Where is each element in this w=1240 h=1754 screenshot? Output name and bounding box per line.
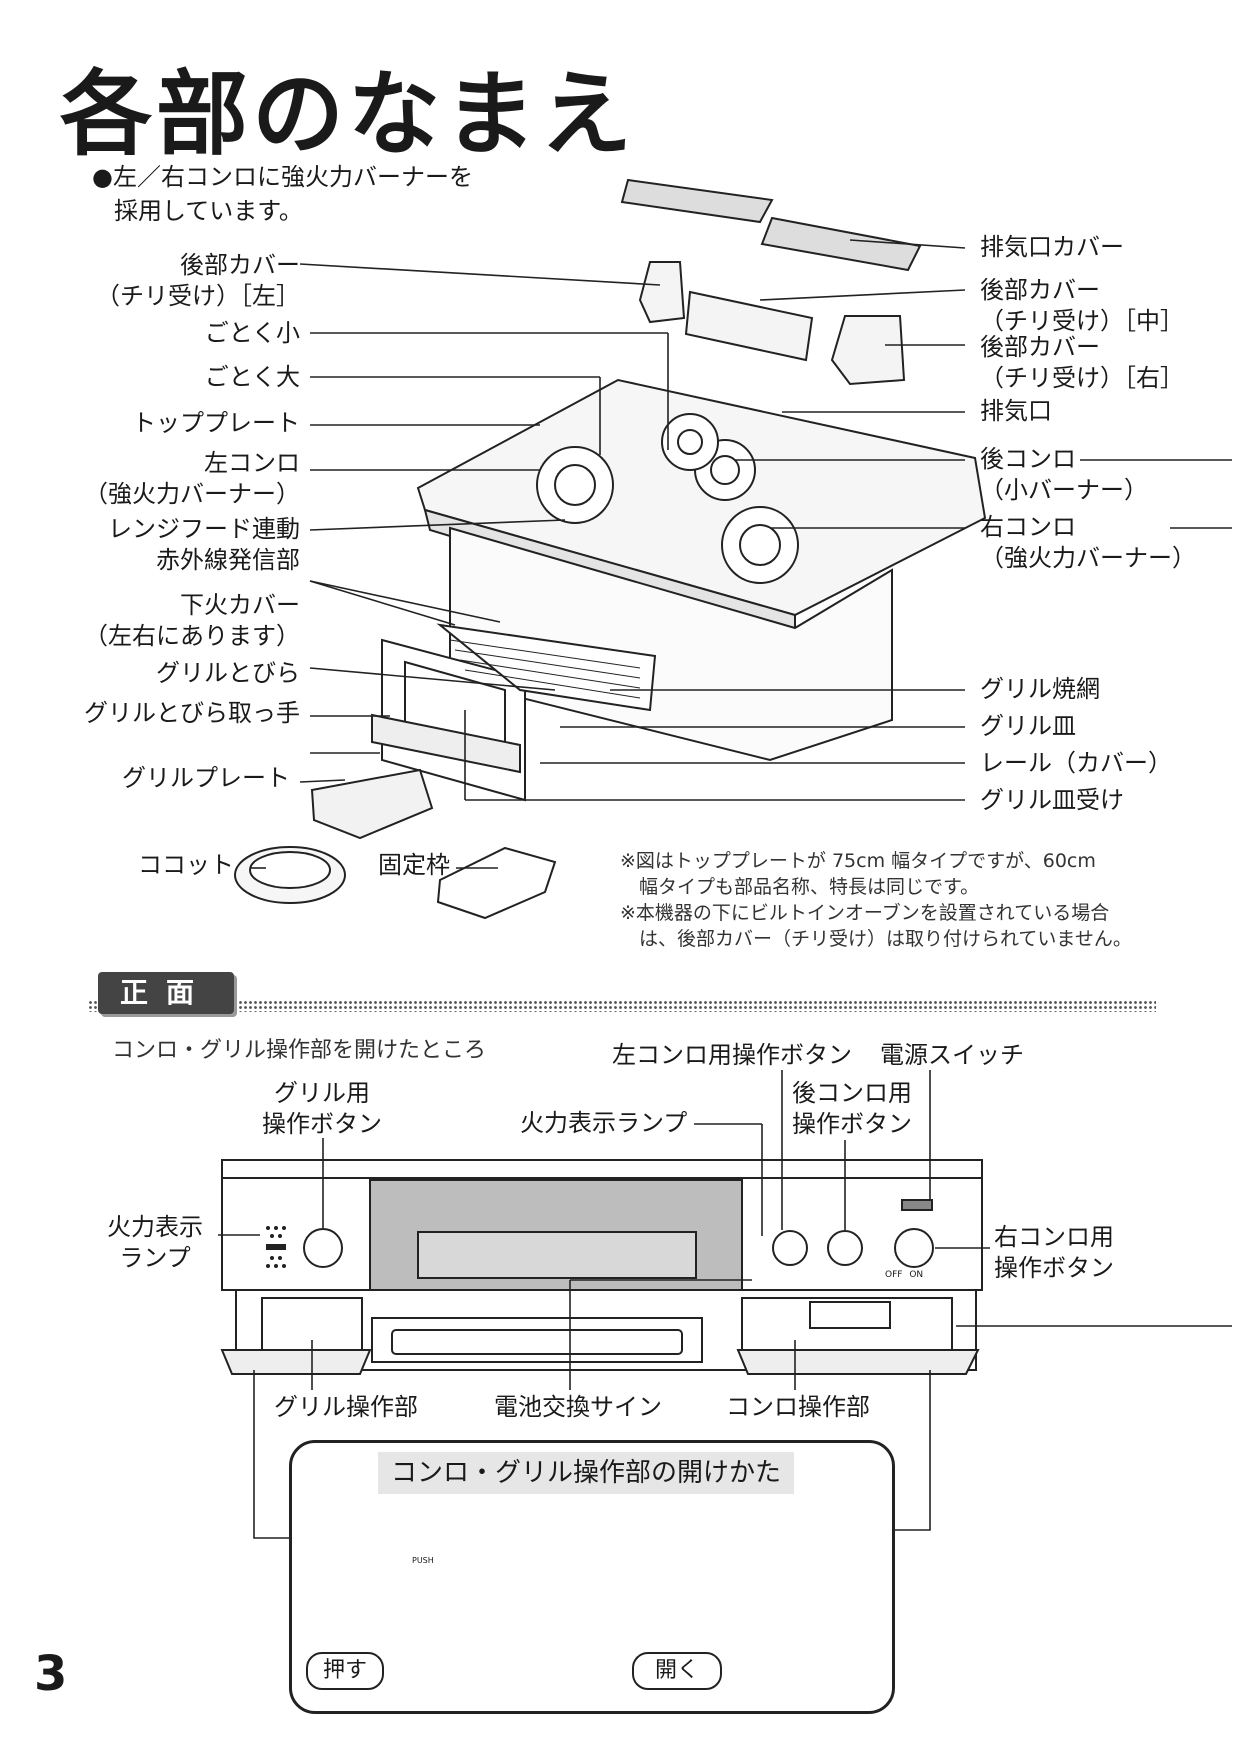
label-line: 操作ボタン: [792, 1110, 912, 1138]
label-line: グリル用: [274, 1079, 370, 1107]
label-line: 後部カバー: [180, 251, 300, 279]
power-off-on-mark: OFF ON: [885, 1270, 923, 1280]
label-stove-panel: コンロ操作部: [726, 1393, 870, 1421]
label-line: 火力表示: [107, 1213, 203, 1241]
label-right-burner: 右コンロ （強火力バーナー）: [980, 512, 1196, 574]
label-power-switch: 電源スイッチ: [880, 1041, 1024, 1069]
front-subtitle: コンロ・グリル操作部を開けたところ: [112, 1038, 487, 1063]
label-line: 右コンロ用: [994, 1223, 1114, 1251]
push-mark: PUSH: [412, 1556, 434, 1565]
label-cocotte: ココット: [138, 851, 234, 879]
label-grill-dish: グリル皿: [980, 712, 1076, 740]
label-gotoku-small: ごとく小: [204, 319, 300, 347]
intro-line-2: 採用しています。: [114, 197, 303, 225]
label-line: 赤外線発信部: [156, 546, 300, 574]
label-grill-door-handle: グリルとびら取っ手: [84, 699, 300, 727]
note-line: 幅タイプも部品名称、特長は同じです。: [620, 876, 980, 898]
label-line: （強火力バーナー）: [980, 544, 1196, 572]
label-exhaust: 排気口: [980, 397, 1052, 425]
label-line: （小バーナー）: [980, 476, 1148, 504]
label-rear-cover-left: 後部カバー （チリ受け）［左］: [96, 250, 300, 312]
open-callout: 開く: [632, 1652, 722, 1690]
label-line: （チリ受け）［右］: [980, 364, 1184, 392]
label-fixed-frame: 固定枠: [378, 851, 450, 879]
note-line: ※本機器の下にビルトインオーブンを設置されている場合: [620, 902, 1110, 924]
label-rear-cover-right: 後部カバー （チリ受け）［右］: [980, 332, 1184, 394]
page-number: 3: [34, 1646, 68, 1702]
label-flame-lamp-left: 火力表示 ランプ: [98, 1212, 212, 1274]
label-flame-lamp-top: 火力表示ランプ: [520, 1109, 688, 1137]
label-line: 後コンロ用: [792, 1079, 912, 1107]
label-battery-sign: 電池交換サイン: [494, 1393, 662, 1421]
label-rear-cover-mid: 後部カバー （チリ受け）［中］: [980, 275, 1184, 337]
label-line: 左コンロ: [204, 449, 300, 477]
label-rail: レール（カバー）: [980, 749, 1172, 777]
label-line: 操作ボタン: [262, 1110, 382, 1138]
front-view-art: [220, 1159, 983, 1375]
rear-cover-art: [638, 261, 906, 386]
label-grill-panel: グリル操作部: [274, 1393, 418, 1421]
label-line: （チリ受け）［左］: [96, 282, 300, 310]
label-line: （強火力バーナー）: [84, 480, 300, 508]
label-exhaust-cover: 排気口カバー: [980, 233, 1124, 261]
label-range-hood: レンジフード連動 赤外線発信部: [108, 514, 300, 576]
note-line: ※図はトッププレートが 75cm 幅タイプですが、60cm: [620, 850, 1096, 872]
label-rear-burner: 後コンロ （小バーナー）: [980, 444, 1148, 506]
label-grill-net: グリル焼網: [980, 675, 1100, 703]
label-gotoku-large: ごとく大: [204, 363, 300, 391]
label-right-burner-button: 右コンロ用 操作ボタン: [994, 1222, 1114, 1284]
label-line: 操作ボタン: [994, 1254, 1114, 1282]
on-mark: ON: [909, 1270, 924, 1280]
label-left-burner: 左コンロ （強火力バーナー）: [84, 448, 300, 510]
label-grill-button: グリル用 操作ボタン: [262, 1078, 382, 1140]
label-grill-door: グリルとびら: [156, 659, 300, 687]
label-line: 右コンロ: [980, 513, 1076, 541]
label-line: 後部カバー: [980, 276, 1100, 304]
notes: ※図はトッププレートが 75cm 幅タイプですが、60cm 幅タイプも部品名称、…: [620, 848, 1132, 952]
label-line: 下火カバー: [180, 591, 300, 619]
off-mark: OFF: [885, 1270, 903, 1280]
label-grill-dish-holder: グリル皿受け: [980, 786, 1124, 814]
label-line: ランプ: [119, 1244, 191, 1272]
label-line: （左右にあります）: [84, 622, 300, 650]
inset-heading: コンロ・グリル操作部の開けかた: [378, 1452, 794, 1494]
label-grill-plate: グリルプレート: [122, 764, 290, 792]
push-callout: 押す: [306, 1652, 384, 1690]
label-rear-burner-button: 後コンロ用 操作ボタン: [792, 1078, 912, 1140]
section-tab-front: 正面: [98, 972, 234, 1014]
label-line: （チリ受け）［中］: [980, 307, 1184, 335]
label-lower-fire-cover: 下火カバー （左右にあります）: [84, 590, 300, 652]
label-line: レンジフード連動: [108, 515, 300, 543]
label-left-burner-button: 左コンロ用操作ボタン: [612, 1041, 852, 1069]
note-line: は、後部カバー（チリ受け）は取り付けられていません。: [620, 928, 1132, 950]
intro-line-1: ●左／右コンロに強火力バーナーを: [92, 163, 473, 191]
label-line: 後部カバー: [980, 333, 1100, 361]
label-line: 後コンロ: [980, 445, 1076, 473]
label-top-plate: トッププレート: [132, 409, 300, 437]
intro-text: ●左／右コンロに強火力バーナーを 採用しています。: [92, 160, 473, 228]
exhaust-cover-art: [620, 178, 922, 272]
page-title: 各部のなまえ: [60, 60, 637, 168]
section-divider: [88, 1000, 1156, 1012]
